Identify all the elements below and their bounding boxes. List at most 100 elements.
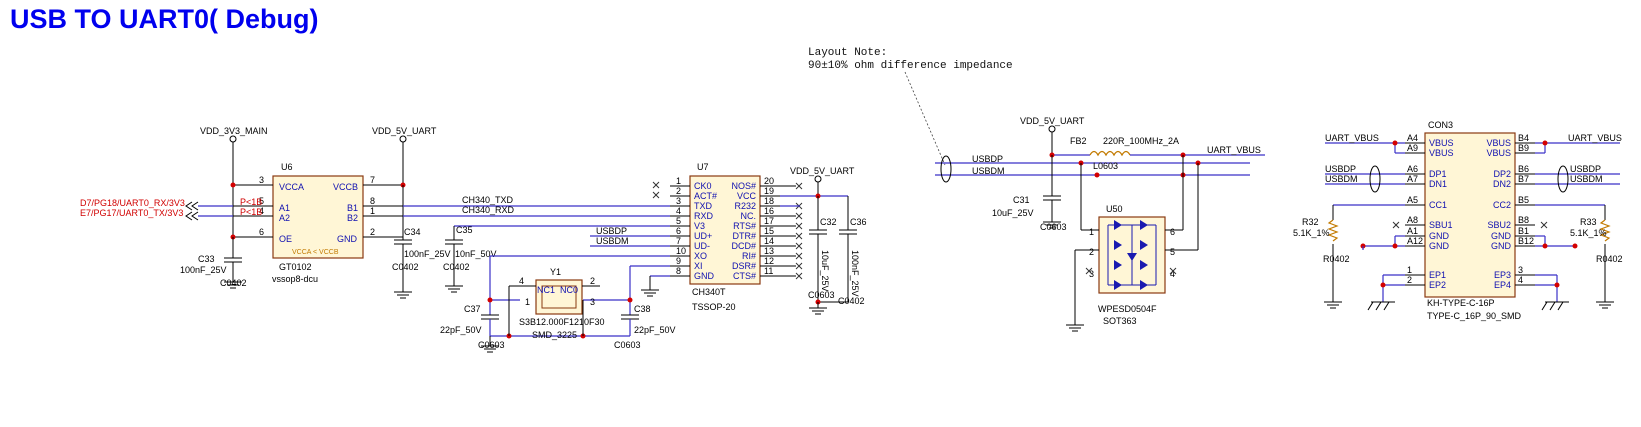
u6-pin-gnd: GND (337, 234, 358, 244)
u7-nc-b-13 (795, 252, 803, 260)
con3-pin-name-A7: DN1 (1429, 179, 1447, 189)
y1-pin3: 3 (590, 297, 595, 307)
u7-pin-name-10: XO (694, 251, 707, 261)
con3-pin-num-4: 4 (1518, 275, 1523, 285)
r33-pkg: R0402 (1596, 254, 1623, 264)
u7-ref: U7 (697, 162, 709, 172)
c32-value: 10uF_25V (820, 250, 830, 292)
con3-pin-num-B7: B7 (1518, 174, 1529, 184)
u7-pin-name-8: GND (694, 271, 715, 281)
u7-pin-name-5: V3 (694, 221, 705, 231)
u7-nc-b-17 (795, 222, 803, 230)
vdd-5v-uart-label-b: VDD_5V_UART (790, 166, 855, 176)
r33-ref: R33 (1580, 217, 1597, 227)
r32-ref: R32 (1302, 217, 1319, 227)
con3-pin-num-A8: A8 (1407, 215, 1418, 225)
u7-pin-name-7: UD- (694, 241, 710, 251)
c33-pkg: C0402 (220, 278, 247, 288)
usbdp-label-4: USBDP (1570, 164, 1601, 174)
u6-part: GT0102 (279, 262, 312, 272)
u7-pin-num-17: 17 (764, 216, 774, 226)
u6-pin6-num: 6 (259, 227, 264, 237)
u7-pin-num-19: 19 (764, 186, 774, 196)
uart-vbus-label-3: UART_VBUS (1568, 133, 1622, 143)
vdd-5v-uart-left-net: VDD_5V_UART C34 100nF_25V C0402 (372, 126, 451, 299)
con3-pin-name-2: EP2 (1429, 280, 1446, 290)
fb2-pkg: L0603 (1093, 161, 1118, 171)
c37-ref: C37 (464, 304, 481, 314)
con3-pin-num-A9: A9 (1407, 143, 1418, 153)
usbdp-label-1: USBDP (596, 226, 627, 236)
y1-package: SMD_3225 (532, 330, 577, 340)
u7-pin-num-14: 14 (764, 236, 774, 246)
con3-pin-name-B12: GND (1491, 241, 1512, 251)
r32-value: 5.1K_1% (1293, 228, 1330, 238)
u7-pin-num-4: 4 (676, 206, 681, 216)
con3-pin-name-B1: GND (1491, 231, 1512, 241)
u7-pin-name-4: RXD (694, 211, 714, 221)
con3-pin-name-3: EP3 (1494, 270, 1511, 280)
c38-value: 22pF_50V (634, 325, 676, 335)
u7-nc-b-11 (795, 272, 803, 280)
vdd-5v-uart-label-c: VDD_5V_UART (1020, 116, 1085, 126)
con3-ref: CON3 (1428, 120, 1453, 130)
u7-usb-nets: USBDP USBDM (590, 226, 670, 247)
u50-pin6: 6 (1170, 227, 1175, 237)
ch340-txd-label: CH340_TXD (462, 195, 514, 205)
u6-pin-a1: A1 (279, 203, 290, 213)
c34-value: 100nF_25V (404, 249, 451, 259)
c34-ref: C34 (404, 227, 421, 237)
con3-pin-num-A5: A5 (1407, 195, 1418, 205)
c31-ref: C31 (1013, 195, 1030, 205)
con3-pin-num-B1: B1 (1518, 226, 1529, 236)
u50-part: WPESD0504F (1098, 304, 1157, 314)
u50-ref: U50 (1106, 204, 1123, 214)
vdd-3v3-main-label: VDD_3V3_MAIN (200, 126, 268, 136)
u7-pin-num-3: 3 (676, 196, 681, 206)
con3-pin-name-B7: DN2 (1493, 179, 1511, 189)
c36-value: 100nF_25V (850, 250, 860, 297)
con3-pin-name-A8: SBU1 (1429, 220, 1453, 230)
con3-pin-num-B9: B9 (1518, 143, 1529, 153)
c36-ref: C36 (850, 217, 867, 227)
y1-nc1: NC1 (537, 285, 555, 295)
fb2-ferrite: VDD_5V_UART FB2 220R_100MHz_2A L0603 UAR… (992, 116, 1265, 232)
u7-pin-name-3: TXD (694, 201, 713, 211)
crystal-net: C37 22pF_50V C0603 C38 22pF_50V C0603 (440, 255, 676, 353)
u7-pin-name-1: CK0 (694, 181, 712, 191)
u6-pin2-num: 2 (370, 227, 375, 237)
ch340-txrx-nets: CH340_TXD CH340_RXD (403, 195, 670, 217)
con3-pin-name-A5: CC1 (1429, 200, 1447, 210)
y1-crystal: Y1 NC1 NC0 4 1 2 3 S3B12.000F1210F30 SMD… (508, 267, 605, 340)
uart-rx-tx-nets: D7/PG18/UART0_RX/3V3 E7/PG17/UART0_TX/3V… (80, 197, 262, 221)
con3-pin-num-B12: B12 (1518, 236, 1534, 246)
u6-package: vssop8-dcu (272, 274, 318, 284)
u7-pin-num-20: 20 (764, 176, 774, 186)
u7-pin-num-6: 6 (676, 226, 681, 236)
u7-pin-num-15: 15 (764, 226, 774, 236)
u7-package: TSSOP-20 (692, 302, 736, 312)
uart-vbus-label-1: UART_VBUS (1207, 145, 1261, 155)
con3-pin-name-1: EP1 (1429, 270, 1446, 280)
u50-pin4: 4 (1170, 269, 1175, 279)
u7-pin-num-9: 9 (676, 256, 681, 266)
con3-pin-name-A12: GND (1429, 241, 1450, 251)
u7-pin-num-12: 12 (764, 256, 774, 266)
u6-pin-oe: OE (279, 234, 292, 244)
y1-pin4: 4 (519, 276, 524, 286)
con3-pin-name-4: EP4 (1494, 280, 1511, 290)
con3-pin-num-B8: B8 (1518, 215, 1529, 225)
u7-pin-name-9: XI (694, 261, 703, 271)
u6-port-label-a2: P<1B (240, 207, 262, 217)
con3-pin-name-B8: SBU2 (1487, 220, 1511, 230)
u7-pin-num-1: 1 (676, 176, 681, 186)
layout-note-line1: Layout Note: (808, 47, 887, 59)
r32-pkg: R0402 (1323, 254, 1350, 264)
u6-pin-vcca: VCCA (279, 182, 304, 192)
u7-pin-num-18: 18 (764, 196, 774, 206)
c31-value: 10uF_25V (992, 208, 1034, 218)
con3-pin-num-A7: A7 (1407, 174, 1418, 184)
